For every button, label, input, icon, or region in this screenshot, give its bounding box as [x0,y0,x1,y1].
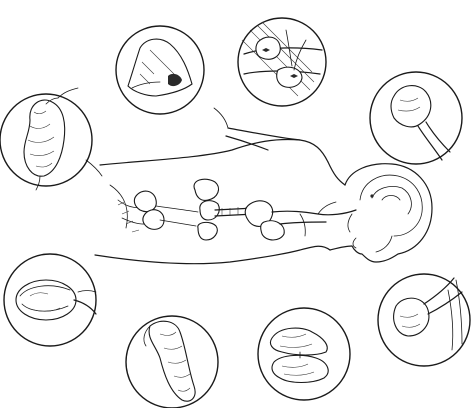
thyroid-gland-icon [258,308,350,400]
internal-organs [134,179,356,240]
head-profile [345,164,432,262]
adrenal-gland-icon [0,88,92,190]
thyroid-parathyroid-icon [238,18,326,106]
ovary-icon [4,254,96,346]
testis-icon [378,274,470,366]
pineal-gland-icon [116,26,204,114]
body-outline [95,128,352,264]
pancreas-icon [126,316,218,408]
pituitary-gland-icon [370,72,462,164]
connector-lines [86,108,228,176]
